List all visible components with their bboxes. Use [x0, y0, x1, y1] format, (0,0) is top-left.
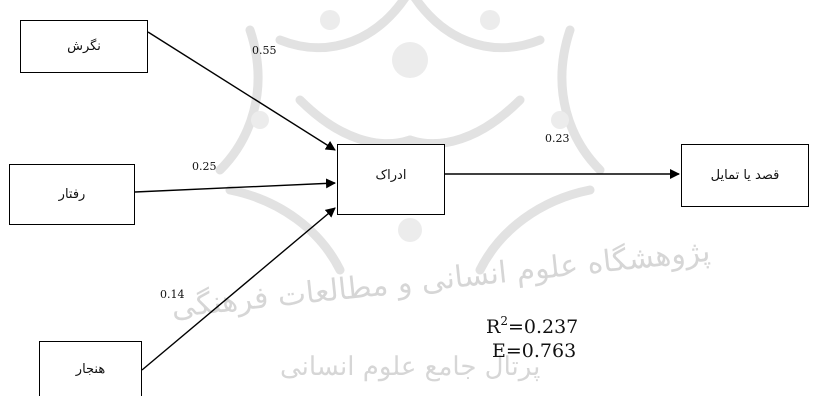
r-squared-stat: R2=0.237	[486, 314, 579, 338]
r-squared-label: R	[486, 316, 501, 338]
coef-attitude-to-perception: 0.55	[252, 44, 277, 57]
emblem-stroke	[475, 185, 595, 275]
emblem-dot	[551, 111, 569, 129]
emblem-dot	[320, 10, 340, 30]
node-norm-label: هنجار	[75, 361, 106, 377]
emblem-stroke	[225, 185, 345, 275]
emblem-stroke	[295, 95, 415, 149]
emblem-dot	[398, 218, 422, 242]
node-attitude: نگرش	[20, 20, 148, 73]
r-squared-superscript: 2	[500, 314, 508, 328]
node-behavior-label: رفتار	[58, 187, 86, 202]
arrow-norm-to-perception	[141, 207, 336, 371]
watermark-text-line2: پرتال جامع علوم انسانی	[280, 352, 541, 382]
node-attitude-label: نگرش	[67, 39, 101, 54]
coef-perception-to-intention: 0.23	[545, 132, 570, 145]
node-behavior: رفتار	[9, 164, 135, 225]
error-stat: E=0.763	[492, 340, 577, 362]
node-norm: هنجار	[39, 341, 142, 396]
node-perception: ادراک	[337, 144, 445, 215]
coef-behavior-to-perception: 0.25	[192, 160, 217, 173]
arrow-behavior-to-perception	[134, 178, 336, 193]
node-perception-label: ادراک	[375, 168, 407, 183]
node-intention: قصد یا تمایل	[681, 144, 809, 207]
node-intention-label: قصد یا تمایل	[710, 168, 780, 183]
emblem-stroke	[411, 0, 545, 53]
emblem-dot	[480, 10, 500, 30]
emblem-stroke	[275, 0, 409, 53]
arrow-attitude-to-perception	[147, 31, 336, 151]
emblem-stroke	[557, 25, 605, 175]
coef-norm-to-perception: 0.14	[160, 288, 185, 301]
emblem-stroke	[405, 95, 525, 149]
emblem-dot	[392, 42, 428, 78]
r-squared-value: =0.237	[507, 316, 579, 338]
emblem-stroke	[215, 25, 263, 175]
emblem-dot	[251, 111, 269, 129]
